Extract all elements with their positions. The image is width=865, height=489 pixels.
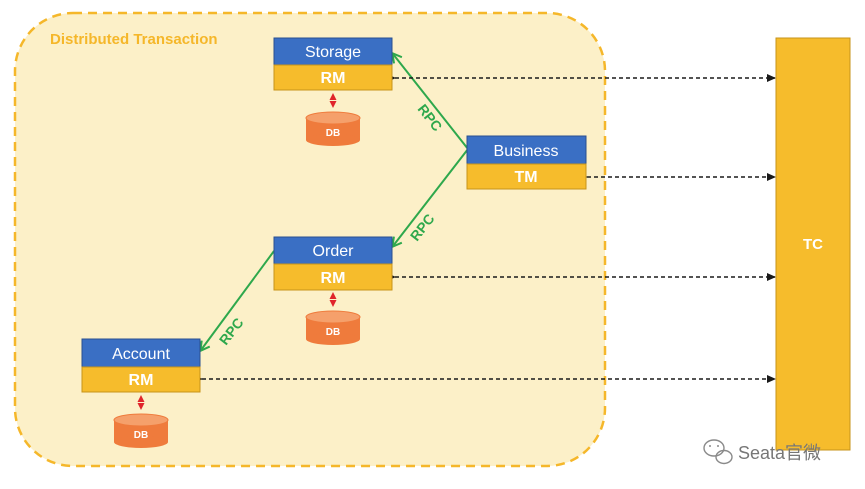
- order-db-icon: DB: [305, 310, 361, 345]
- business-name: Business: [494, 143, 559, 160]
- rpc-arrow-business-storage: [393, 54, 469, 150]
- tc-label: TC: [803, 236, 823, 253]
- storage-service: Storage RM DB: [273, 37, 393, 146]
- rpc-arrow-order-account: [201, 250, 275, 350]
- wechat-icon: [703, 439, 733, 465]
- order-db-label: DB: [326, 327, 340, 338]
- order-service: Order RM DB: [273, 236, 393, 345]
- business-tm-label: TM: [514, 169, 537, 186]
- account-name: Account: [112, 346, 170, 363]
- account-db-label: DB: [134, 430, 148, 441]
- tc-coordinator: TC: [775, 37, 851, 451]
- account-service: Account RM DB: [81, 338, 201, 448]
- region-title: Distributed Transaction: [50, 31, 218, 48]
- order-name: Order: [313, 243, 355, 260]
- watermark: Seata官微: [703, 439, 821, 465]
- storage-db-icon: DB: [305, 111, 361, 146]
- watermark-text: Seata官微: [738, 443, 821, 463]
- tc-connectors: [194, 74, 776, 383]
- storage-name: Storage: [305, 44, 361, 61]
- business-service: Business TM: [466, 135, 587, 190]
- rpc-arrow-business-order: [393, 148, 469, 246]
- storage-rm-label: RM: [321, 70, 346, 87]
- account-rm-label: RM: [129, 372, 154, 389]
- order-rm-label: RM: [321, 270, 346, 287]
- storage-db-label: DB: [326, 128, 340, 139]
- account-db-icon: DB: [113, 413, 169, 448]
